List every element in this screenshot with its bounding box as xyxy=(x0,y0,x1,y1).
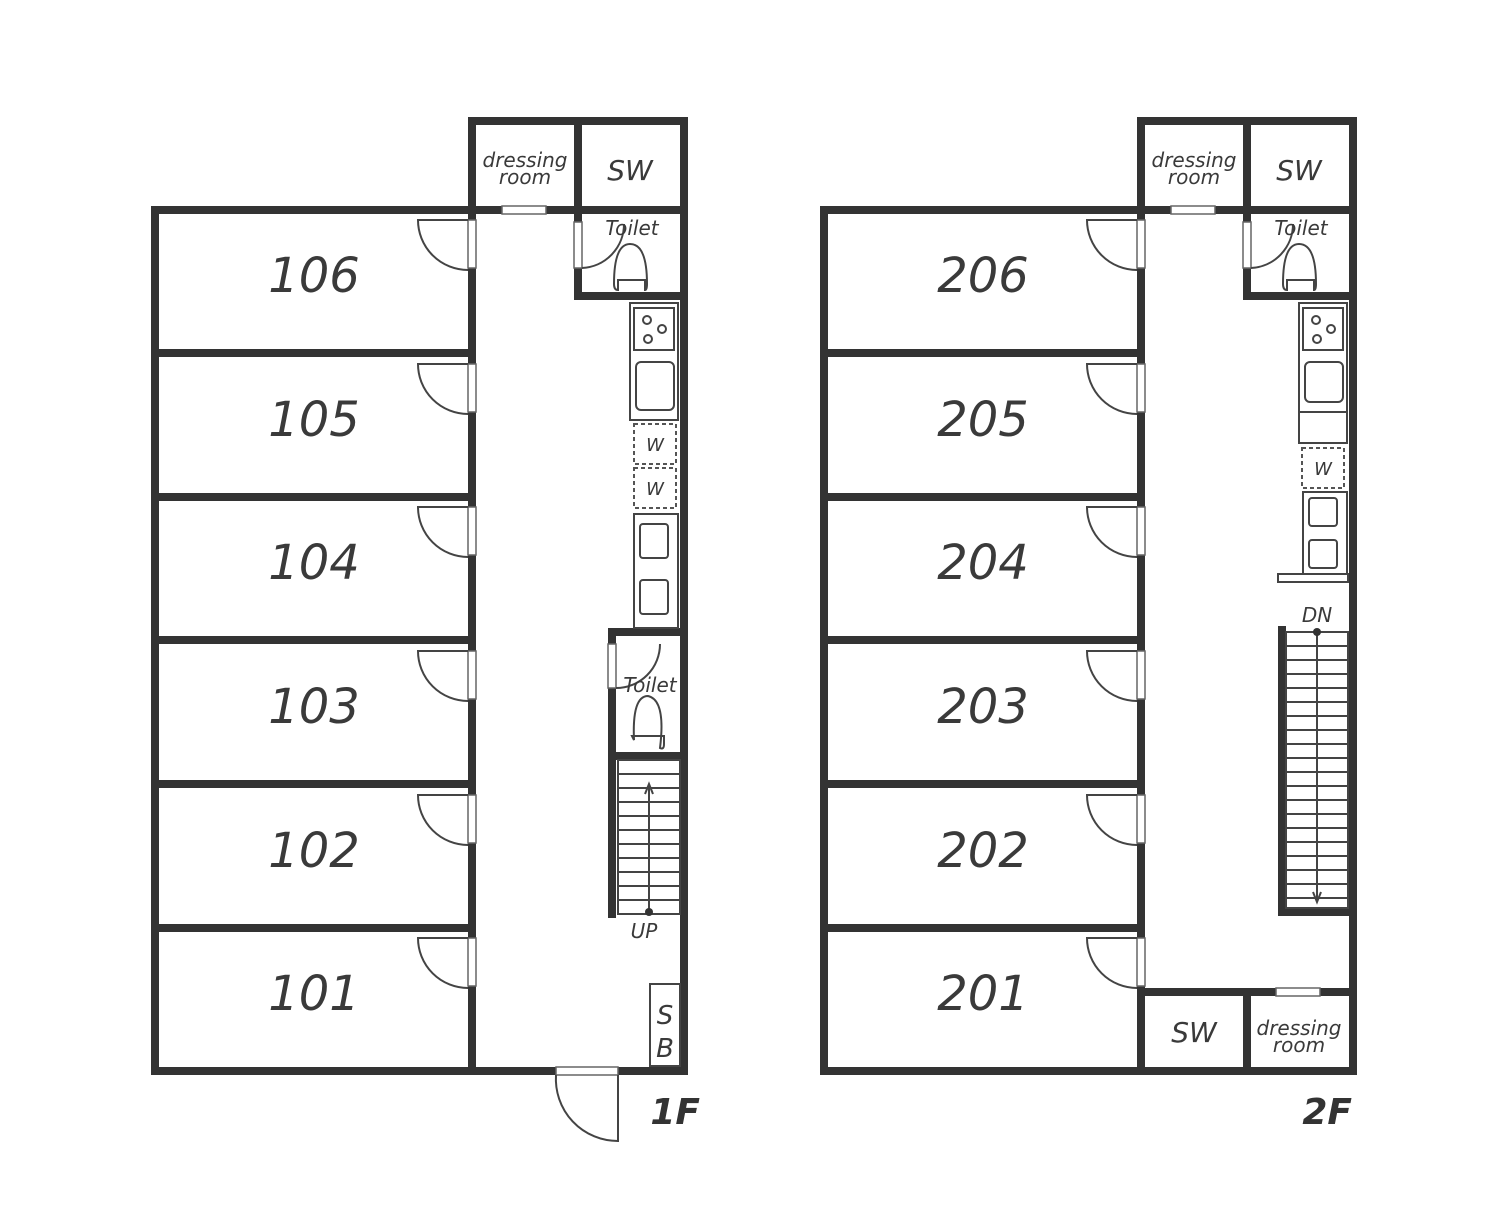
floor-label-1f: 1F xyxy=(650,1092,700,1133)
floor-label-2f: 2F xyxy=(1302,1092,1352,1133)
stairs-1f xyxy=(617,759,681,916)
room-206: 206 xyxy=(937,248,1029,304)
toilet-label-1f-mid: Toilet xyxy=(623,673,677,697)
stairs-up-label: UP xyxy=(631,919,659,943)
room-106: 106 xyxy=(268,248,360,304)
sb-label-bottom: B xyxy=(656,1034,674,1064)
room-102: 102 xyxy=(268,823,360,879)
room-105: 105 xyxy=(268,392,360,448)
sw-label-2f-bottom: SW xyxy=(1171,1016,1218,1049)
kitchen-2f xyxy=(1298,302,1348,444)
room-205: 205 xyxy=(937,392,1029,448)
washer-label-1f-b: W xyxy=(646,479,665,500)
sw-label-1f: SW xyxy=(607,154,654,187)
room-203: 203 xyxy=(937,679,1029,735)
room-104: 104 xyxy=(268,535,360,591)
sb-label-top: S xyxy=(657,1001,674,1031)
room-101: 101 xyxy=(268,966,360,1022)
washer-1f xyxy=(633,423,677,509)
room-doors-2f xyxy=(1085,219,1147,989)
room-202: 202 xyxy=(937,823,1029,879)
washer-label-1f-a: W xyxy=(646,435,665,456)
room-204: 204 xyxy=(937,535,1029,591)
toilet-label-2f: Toilet xyxy=(1274,216,1328,240)
washer-label-2f: W xyxy=(1314,459,1333,480)
stairs-2f xyxy=(1285,628,1349,909)
stairs-dn-label: DN xyxy=(1302,603,1332,627)
kitchen-1f xyxy=(629,302,679,421)
room-doors-1f xyxy=(416,219,478,989)
room-103: 103 xyxy=(268,679,360,735)
room-201: 201 xyxy=(937,966,1029,1022)
washer-2f xyxy=(1301,447,1345,489)
toilet-label-1f-top: Toilet xyxy=(605,216,659,240)
sw-label-2f-top: SW xyxy=(1276,154,1323,187)
